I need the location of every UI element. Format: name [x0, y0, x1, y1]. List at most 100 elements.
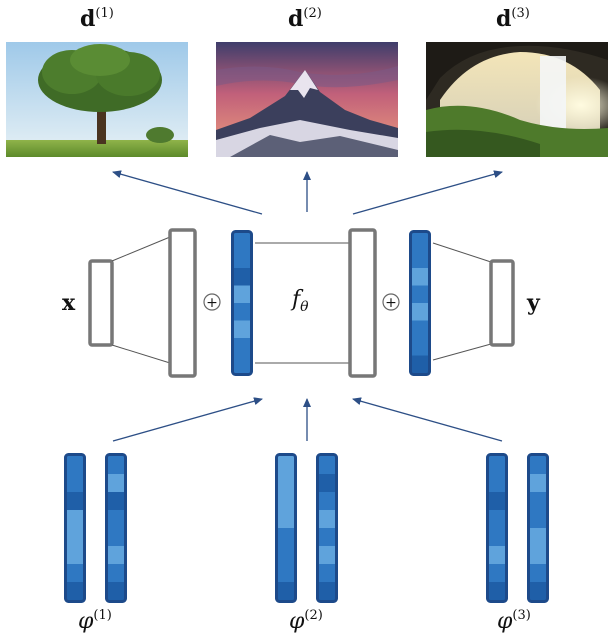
vector-segment — [234, 233, 250, 251]
param-vector-3a — [486, 453, 508, 603]
vector-border — [105, 453, 127, 603]
image-mountain — [216, 42, 398, 157]
vector-segment — [412, 268, 428, 286]
input-layer — [88, 259, 114, 347]
vector-segment — [319, 492, 335, 511]
input-label: x — [62, 290, 76, 316]
vector-segment — [319, 564, 335, 583]
connector-bottom-output — [432, 343, 492, 361]
param-vector-2b — [316, 453, 338, 603]
vector-border — [527, 453, 549, 603]
conditioning-vector-2 — [409, 230, 431, 376]
vector-segment — [278, 528, 294, 547]
vector-segment — [67, 564, 83, 583]
hidden-layer-2 — [348, 228, 377, 378]
vector-segment — [489, 546, 505, 565]
vector-segment — [489, 564, 505, 583]
vector-segment — [234, 303, 250, 321]
vector-segment — [108, 582, 124, 601]
image-tree — [6, 42, 188, 157]
vector-segment — [67, 528, 83, 547]
vector-segment — [412, 233, 428, 251]
vector-segment — [108, 564, 124, 583]
vector-segment — [278, 564, 294, 583]
image-1-label: d(1) — [80, 6, 114, 32]
param-1-label: φ(1) — [78, 608, 112, 634]
vector-border — [231, 230, 253, 376]
vector-border — [486, 453, 508, 603]
vector-segment — [412, 285, 428, 304]
vector-segment — [489, 474, 505, 493]
image-waterfall — [426, 42, 608, 157]
vector-segment — [234, 320, 250, 339]
vector-segment — [234, 355, 250, 374]
vector-segment — [319, 528, 335, 547]
vector-segment — [412, 355, 428, 374]
output-label: y — [526, 290, 541, 316]
connector-bottom-input — [111, 344, 171, 364]
vector-segment — [489, 510, 505, 529]
param-vector-2a — [275, 453, 297, 603]
conditioning-vector-1 — [231, 230, 253, 376]
arrow-to-image-1 — [112, 170, 263, 215]
vector-border — [64, 453, 86, 603]
arrow-to-image-3 — [352, 170, 503, 215]
vector-segment — [67, 474, 83, 493]
vector-segment — [278, 492, 294, 511]
vector-segment — [234, 268, 250, 286]
vector-segment — [489, 528, 505, 547]
vector-segment — [67, 582, 83, 601]
vector-segment — [234, 338, 250, 356]
vector-border — [275, 453, 297, 603]
vector-segment — [319, 582, 335, 601]
vector-segment — [530, 582, 546, 601]
vector-segment — [530, 456, 546, 475]
vector-segment — [319, 456, 335, 475]
vector-segment — [67, 492, 83, 511]
vector-segment — [530, 474, 546, 493]
svg-text:+: + — [206, 295, 218, 311]
vector-segment — [489, 582, 505, 601]
vector-segment — [278, 546, 294, 565]
vector-segment — [530, 546, 546, 565]
vector-segment — [530, 510, 546, 529]
vector-segment — [412, 250, 428, 269]
vector-segment — [234, 285, 250, 304]
vector-segment — [67, 546, 83, 565]
vector-segment — [412, 320, 428, 339]
svg-text:+: + — [385, 295, 397, 311]
vector-border — [409, 230, 431, 376]
vector-segment — [108, 546, 124, 565]
image-3-label: d(3) — [496, 6, 530, 32]
vector-segment — [108, 492, 124, 511]
arrow-from-params-1 — [112, 397, 263, 442]
vector-segment — [278, 474, 294, 493]
vector-segment — [108, 474, 124, 493]
param-2-label: φ(2) — [289, 608, 323, 634]
vector-segment — [108, 456, 124, 475]
connector-top-input — [111, 236, 171, 262]
image-2-label: d(2) — [288, 6, 322, 32]
param-3-label: φ(3) — [497, 608, 531, 634]
vector-segment — [412, 338, 428, 356]
vector-segment — [278, 510, 294, 529]
connector-top-output — [432, 242, 492, 263]
param-vector-3b — [527, 453, 549, 603]
arrow-from-params-3 — [352, 397, 503, 442]
vector-border — [316, 453, 338, 603]
param-vector-1b — [105, 453, 127, 603]
vector-segment — [278, 456, 294, 475]
output-layer — [489, 259, 515, 347]
vector-segment — [67, 456, 83, 475]
vector-segment — [530, 492, 546, 511]
vector-segment — [278, 582, 294, 601]
vector-segment — [319, 546, 335, 565]
vector-segment — [489, 492, 505, 511]
vector-segment — [67, 510, 83, 529]
vector-segment — [489, 456, 505, 475]
plus-operator-2: + — [382, 293, 400, 311]
vector-segment — [234, 250, 250, 269]
vector-segment — [530, 564, 546, 583]
param-vector-1a — [64, 453, 86, 603]
